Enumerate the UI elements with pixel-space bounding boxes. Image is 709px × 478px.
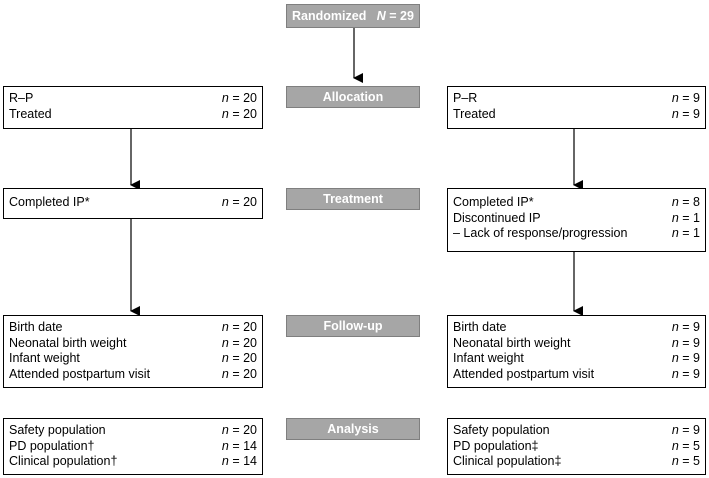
- stage-allocation: Allocation: [286, 86, 420, 108]
- list-item: Completed IP*n = 8: [453, 195, 700, 209]
- list-item: Completed IP*n = 20: [9, 195, 257, 209]
- list-item: PD population†n = 14: [9, 438, 257, 453]
- list-item: Clinical population‡n = 5: [453, 454, 700, 468]
- list-item: Clinical population†n = 14: [9, 454, 257, 468]
- left-treatment-box: Completed IP*n = 20: [3, 188, 263, 219]
- stage-treatment: Treatment: [286, 188, 420, 210]
- stage-follow-up: Follow-up: [286, 315, 420, 337]
- randomized-n-value: = 29: [389, 9, 414, 23]
- list-item: PD population‡n = 5: [453, 438, 700, 453]
- randomized-box: Randomized N = 29: [286, 4, 420, 28]
- stage-analysis: Analysis: [286, 418, 420, 440]
- randomized-label: Randomized: [292, 9, 367, 23]
- randomized-n-symbol: N: [376, 9, 386, 23]
